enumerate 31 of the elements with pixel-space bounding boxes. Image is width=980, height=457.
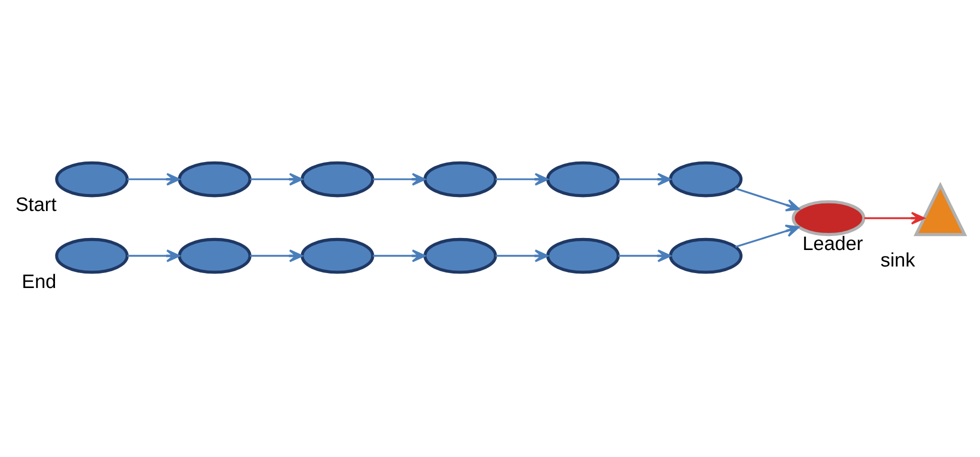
arrow: [496, 249, 548, 262]
node-label: Start: [15, 194, 57, 216]
arrow: [864, 212, 925, 225]
node-label: Leader: [802, 233, 864, 256]
node-ellipse: [55, 161, 129, 198]
arrow: [496, 172, 548, 186]
node-ellipse: [300, 238, 374, 274]
node-ellipse: [423, 238, 497, 274]
node-label: End: [22, 270, 56, 293]
arrow: [127, 249, 180, 262]
node-ellipse: [546, 161, 620, 198]
node-ellipse: [546, 238, 620, 274]
node-ellipse: [423, 161, 497, 198]
arrow: [372, 249, 426, 262]
arrow: [735, 224, 800, 248]
node-ellipse: [792, 200, 866, 236]
arrow: [618, 172, 672, 186]
arrow: [127, 172, 180, 186]
node-ellipse: [300, 161, 374, 198]
node-label: sink: [880, 250, 916, 272]
node-ellipse: [668, 238, 743, 274]
node-ellipse: [178, 238, 252, 274]
node-ellipse: [178, 161, 252, 198]
arrow: [250, 172, 303, 186]
arrow: [372, 172, 426, 186]
arrow: [618, 249, 672, 262]
arrow: [734, 188, 800, 212]
node-ellipse: [668, 161, 743, 198]
arrow: [250, 249, 303, 262]
node-triangle: [914, 182, 968, 236]
node-ellipse: [55, 238, 129, 274]
